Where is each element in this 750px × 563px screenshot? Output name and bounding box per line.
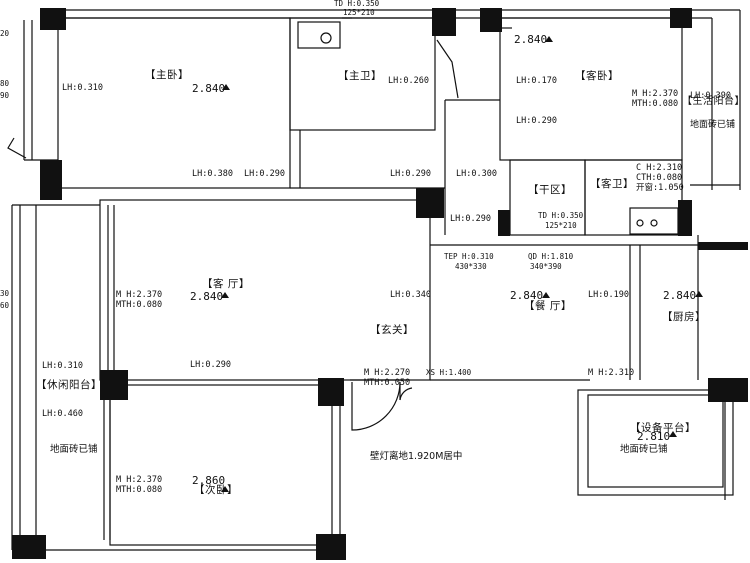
td-guest-size: 125*210 [545,221,577,230]
lh-label: LH:0.310 [42,361,83,371]
elev-master-bedroom: 2.840 [192,82,226,95]
lh-label: LH:0.300 [456,169,497,179]
edge-mark: 80 [0,79,10,88]
qd-size: 340*390 [530,262,562,271]
lh-label: LH:0.310 [62,83,103,93]
edge-mark: 60 [0,301,10,310]
room-guest-bedroom: 【客卧】 [575,70,619,82]
mth-label: MTH:0.080 [116,485,163,495]
mth-label: MTH:0.050 [364,378,411,388]
room-equipment-platform: 【设备平台】 [630,422,696,434]
lh-label: LH:0.290 [244,169,285,179]
lh-label: LH:0.190 [588,290,629,300]
edge-mark: 30 [0,289,10,298]
tep-value: TEP H:0.310 [444,252,494,261]
lh-label: LH:0.390 [690,91,731,101]
lh-label: LH:0.290 [190,360,231,370]
mth-label: MTH:0.080 [116,300,163,310]
lh-label: LH:0.460 [42,409,83,419]
room-master-bedroom: 【主卧】 [145,69,189,81]
window-open-label: 开窗:1.050 [636,183,684,193]
room-leisure-balcony: 【休闲阳台】 [36,379,102,391]
elev-kitchen: 2.840 [663,289,697,302]
note-tile: 地面砖已铺 [50,444,98,455]
room-master-bath: 【主卫】 [338,70,382,82]
edge-mark: 90 [0,91,10,100]
room-living: 【客 厅】 [202,278,250,290]
elev-second-bedroom: 2.860 [192,474,226,487]
elev-guest-bedroom: 2.840 [514,33,548,46]
elev-equipment-platform: 2.810 [637,430,671,443]
lh-label: LH:0.340 [390,290,431,300]
top-dim-size: 125*210 [343,8,375,17]
room-kitchen: 【厨房】 [662,311,706,323]
ch-label: C H:2.310 [636,163,683,173]
room-entrance: 【玄关】 [370,324,414,336]
mh-label: M H:2.370 [116,290,163,300]
room-dining: 【餐 厅】 [524,300,572,312]
top-dim-value: TD H:0.350 [334,0,380,8]
lh-label: LH:0.260 [388,76,429,86]
room-guest-bath: 【客卫】 [590,178,634,190]
room-dry-zone: 【干区】 [528,184,572,196]
tep-size: 430*330 [455,262,487,271]
td-guest-value: TD H:0.350 [538,211,584,220]
mh-label: M H:2.370 [116,475,163,485]
room-living-balcony: 【生活阳台】 [682,96,745,107]
lh-label: LH:0.380 [192,169,233,179]
note-wall-lamp: 壁灯离地1.920M居中 [370,451,463,462]
mth-label: MTH:0.080 [632,99,679,109]
note-tile: 地面砖已铺 [620,444,668,455]
room-second-bedroom: 【次卧】 [194,484,238,496]
mh-label: M H:2.310 [588,368,635,378]
mh-label: M H:2.370 [632,89,679,99]
lh-label: LH:0.290 [516,116,557,126]
lh-label: LH:0.290 [450,214,491,224]
qd-value: QD H:1.810 [528,252,574,261]
cth-label: CTH:0.080 [636,173,683,183]
elev-dining: 2.840 [510,289,544,302]
lh-label: LH:0.170 [516,76,557,86]
elev-living: 2.840 [190,290,224,303]
mh-label: M H:2.270 [364,368,411,378]
note-tile: 地面砖已铺 [690,120,736,130]
lh-label: LH:0.290 [390,169,431,179]
xs-label: XS H:1.400 [426,368,472,377]
edge-mark: 20 [0,29,10,38]
